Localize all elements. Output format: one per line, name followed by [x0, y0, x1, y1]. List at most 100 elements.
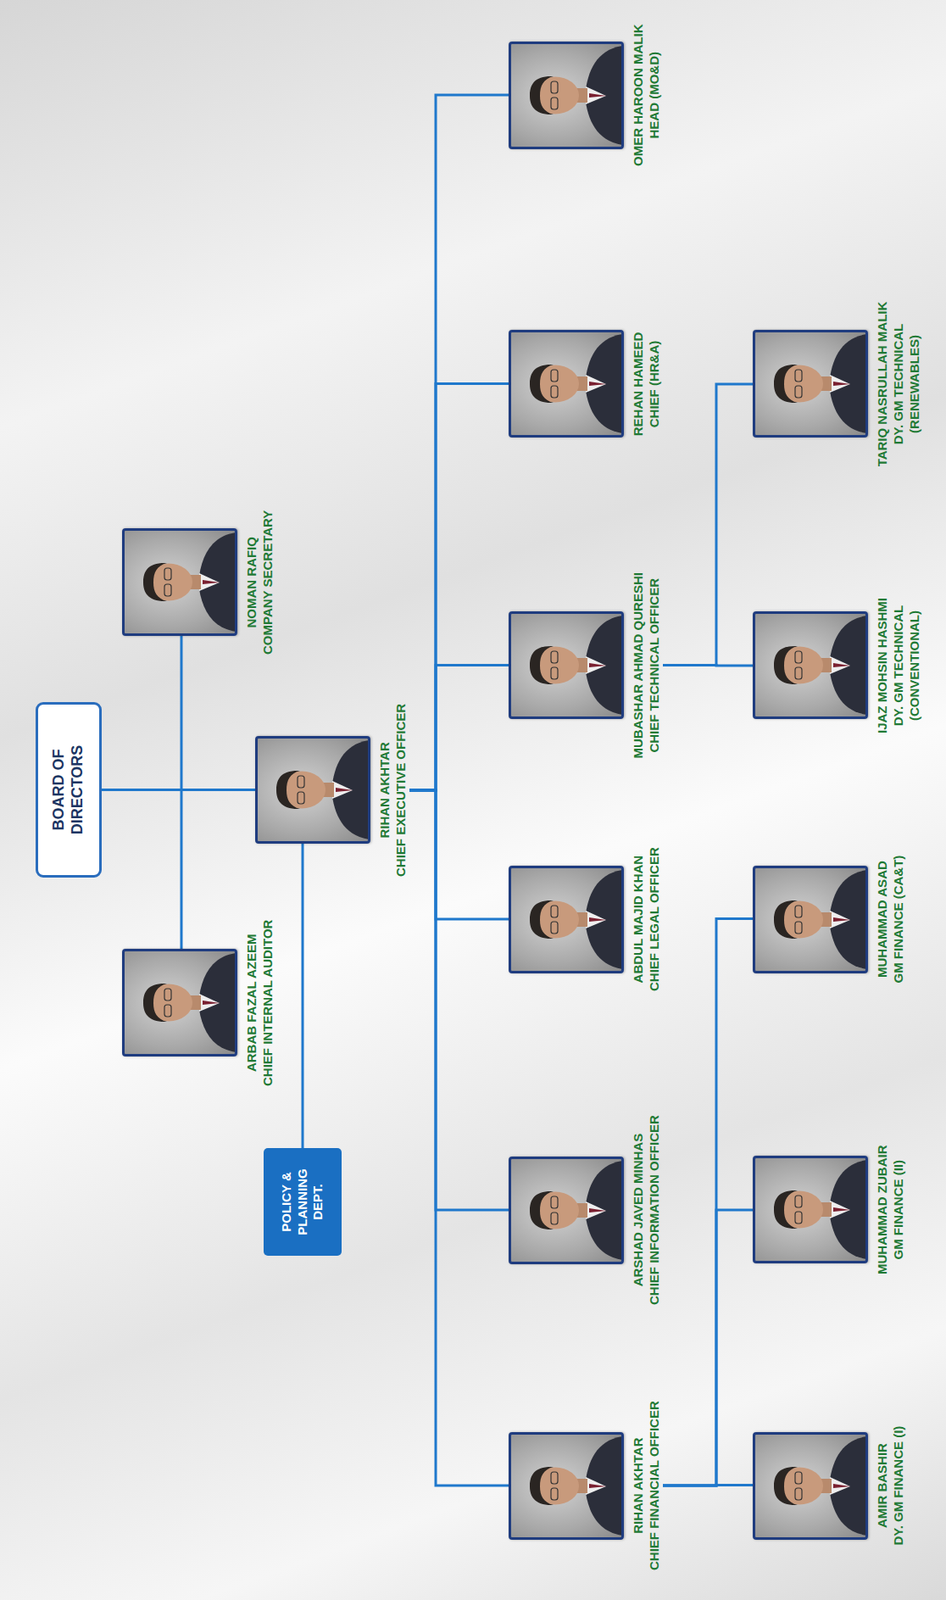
person-name: NOMAN RAFIQ: [244, 510, 261, 655]
hair-shape: [143, 983, 167, 1022]
person-label: AMIR BASHIRDY. GM FINANCE (I): [874, 1425, 908, 1546]
person-label: TARIQ NASRULLAH MALIKDY. GM TECHNICAL (R…: [874, 299, 923, 469]
hair-shape: [773, 645, 798, 685]
hair-shape: [773, 1466, 798, 1505]
portrait-figure: [511, 333, 622, 436]
person-card: MUHAMMAD ZUBAIRGM FINANCE (II): [752, 1145, 908, 1275]
portrait-photo: [752, 1431, 869, 1540]
suit-shape: [198, 532, 235, 632]
portrait-photo: [255, 735, 371, 844]
portrait-figure: [511, 44, 622, 147]
connector-line: [409, 665, 509, 791]
glasses-shape: [795, 1471, 802, 1484]
shirt-shape: [585, 656, 607, 674]
glasses-shape: [550, 1212, 558, 1225]
portrait-photo: [752, 612, 869, 720]
portrait-photo: [508, 1156, 624, 1264]
portrait-figure: [755, 614, 866, 718]
glasses-shape: [297, 791, 305, 804]
connector-line: [409, 790, 509, 919]
shirt-shape: [332, 780, 353, 799]
shirt-shape: [585, 910, 607, 929]
person-card: NOMAN RAFIQCOMPANY SECRETARY: [122, 510, 277, 655]
suit-shape: [829, 1435, 866, 1536]
job-title: DY. GM TECHNICAL (CONVENTIONAL): [890, 580, 924, 751]
person-name: MUHAMMAD ASAD: [874, 855, 891, 984]
hair-shape: [529, 1190, 554, 1229]
suit-shape: [584, 45, 622, 145]
person-label: OMER HAROON MALIKHEAD (MO&D): [630, 24, 663, 167]
tie-shape: [833, 1207, 851, 1212]
glasses-shape: [550, 1487, 558, 1500]
suit-shape: [584, 615, 622, 715]
shirt-shape: [829, 656, 851, 675]
tie-shape: [589, 382, 607, 387]
connector-line: [409, 790, 509, 1486]
suit-shape: [829, 869, 866, 969]
tie-shape: [202, 579, 220, 585]
glasses-shape: [164, 567, 172, 580]
person-name: ARSHAD JAVED MINHAS: [630, 1114, 647, 1305]
hair-shape: [276, 770, 301, 809]
person-label: ARSHAD JAVED MINHASCHIEF INFORMATION OFF…: [630, 1114, 663, 1305]
portrait-photo: [508, 865, 624, 974]
connector-line: [101, 635, 182, 791]
glasses-shape: [795, 1211, 802, 1224]
tie-shape: [589, 93, 607, 98]
connector-line: [409, 383, 509, 791]
portrait-photo: [752, 330, 869, 439]
department-name: POLICY & PLANNING DEPT.: [278, 1157, 327, 1246]
person-label: MUBASHAR AHMAD QURESHICHIEF TECHNICAL OF…: [630, 572, 663, 758]
hair-shape: [773, 1190, 798, 1229]
hair-shape: [773, 364, 798, 403]
person-label: REHAN HAMEEDCHIEF (HR&A): [630, 332, 663, 437]
connector-line: [101, 788, 256, 791]
hair-shape: [773, 900, 798, 939]
portrait-photo: [752, 865, 869, 974]
job-title: CHIEF LEGAL OFFICER: [646, 846, 663, 991]
portrait-figure: [511, 1158, 622, 1262]
connector-line: [101, 790, 182, 950]
job-title: CHIEF EXECUTIVE OFFICER: [393, 703, 410, 877]
portrait-figure: [511, 1434, 622, 1537]
job-title: CHIEF (HR&A): [646, 332, 663, 437]
person-name: REHAN HAMEED: [630, 332, 647, 437]
shirt-shape: [585, 86, 607, 105]
board-title: BOARD OF DIRECTORS: [50, 736, 87, 843]
glasses-shape: [550, 81, 558, 94]
portrait-figure: [755, 868, 866, 971]
portrait-photo: [508, 41, 624, 150]
shirt-shape: [199, 993, 220, 1012]
job-title: DY. GM TECHNICAL (RENEWABLES): [890, 299, 924, 469]
connector-line: [409, 790, 509, 1210]
glasses-shape: [550, 1196, 558, 1208]
glasses-shape: [297, 775, 305, 788]
suit-shape: [584, 869, 622, 969]
job-title: CHIEF FINANCIAL OFFICER: [646, 1400, 663, 1570]
tie-shape: [833, 1483, 851, 1488]
person-label: NOMAN RAFIQCOMPANY SECRETARY: [244, 510, 277, 655]
person-card: RIHAN AKHTARCHIEF EXECUTIVE OFFICER: [255, 703, 410, 877]
person-label: RIHAN AKHTARCHIEF EXECUTIVE OFFICER: [377, 703, 410, 877]
person-card: ABDUL MAJID KHANCHIEF LEGAL OFFICER: [508, 846, 663, 991]
person-name: RIHAN AKHTAR: [630, 1400, 647, 1570]
shirt-shape: [585, 1201, 607, 1219]
job-title: CHIEF INTERNAL AUDITOR: [260, 919, 277, 1086]
glasses-shape: [164, 584, 172, 596]
glasses-shape: [795, 370, 802, 383]
glasses-shape: [164, 988, 172, 1001]
person-name: AMIR BASHIR: [874, 1425, 891, 1546]
suit-shape: [829, 1159, 866, 1259]
shirt-shape: [829, 1200, 851, 1219]
hair-shape: [529, 364, 554, 403]
portrait-photo: [752, 1155, 869, 1264]
portrait-figure: [755, 333, 866, 436]
suit-shape: [584, 1435, 622, 1536]
hair-shape: [529, 76, 554, 115]
person-name: MUHAMMAD ZUBAIR: [874, 1145, 891, 1275]
person-card: MUHAMMAD ASADGM FINANCE (CA&T): [752, 855, 908, 984]
portrait-figure: [124, 530, 235, 634]
job-title: DY. GM FINANCE (I): [890, 1425, 908, 1546]
portrait-photo: [508, 611, 624, 719]
